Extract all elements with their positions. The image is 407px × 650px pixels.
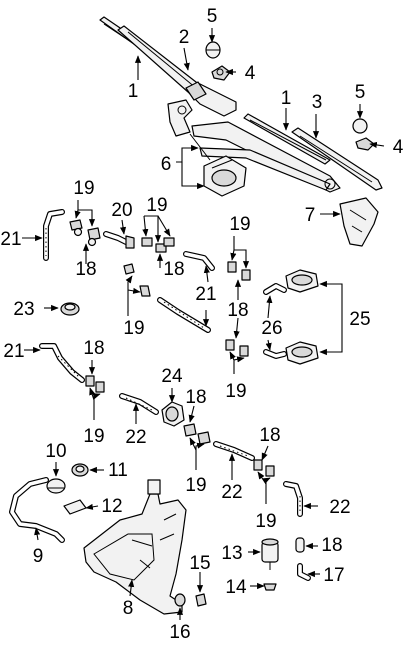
callout-19-upper-mid: 19 — [146, 195, 167, 216]
washer-nozzle-25-upper — [285, 269, 319, 293]
callout-24: 24 — [161, 366, 183, 387]
callout-20: 20 — [111, 200, 132, 221]
callout-1-upper-right: 1 — [281, 88, 292, 109]
callout-18-lower-left: 18 — [83, 338, 104, 359]
callout-15: 15 — [189, 553, 210, 574]
washer-nozzle-cap — [205, 41, 221, 59]
callout-7: 7 — [305, 205, 316, 226]
hose-21-lower — [39, 343, 85, 383]
callout-2: 2 — [179, 27, 190, 48]
plug-18-lower — [295, 537, 305, 553]
grommet-23 — [60, 302, 80, 316]
callout-19-upper-right: 19 — [229, 214, 250, 235]
callout-18-upper-mid: 18 — [163, 259, 184, 280]
callout-19-lower-right: 19 — [255, 511, 276, 532]
callout-14: 14 — [225, 577, 247, 598]
elbow-17 — [297, 563, 311, 581]
callout-19-lower-mid: 19 — [185, 475, 206, 496]
hose-22-left — [119, 393, 159, 415]
callout-23: 23 — [13, 299, 34, 320]
fitting-26 — [263, 283, 287, 359]
connectors-19-18-right — [225, 261, 251, 357]
grommet-16 — [174, 593, 186, 607]
wiper-motor — [203, 155, 247, 197]
callout-16: 16 — [169, 622, 190, 643]
connectors-19-18-left — [69, 219, 101, 247]
callout-21-mid: 21 — [195, 284, 216, 305]
callout-4-right: 4 — [393, 137, 404, 158]
callout-5-right: 5 — [355, 82, 366, 103]
callout-18-upper-left: 18 — [75, 259, 96, 280]
callout-19-mid-left: 19 — [123, 318, 144, 339]
callout-10: 10 — [45, 441, 66, 462]
connectors-18-19-lower-left — [85, 375, 105, 393]
callout-18-mid-right: 18 — [227, 300, 248, 321]
callout-21-lower: 21 — [3, 341, 24, 362]
filler-seal-11 — [71, 463, 89, 477]
callout-8: 8 — [123, 598, 134, 619]
cowl-bracket — [339, 197, 379, 247]
hose-22-center — [213, 441, 255, 461]
wiper-arm-right — [291, 127, 383, 191]
washer-reservoir-8 — [83, 479, 187, 615]
connectors-18-19-lower-center — [183, 423, 211, 445]
hose-22-right — [283, 481, 303, 517]
callout-19-mid-right: 19 — [225, 381, 246, 402]
callout-21-upper: 21 — [0, 229, 21, 250]
check-valve-20 — [103, 231, 135, 249]
wiper-blade-right — [243, 113, 331, 165]
wiper-arm-left — [117, 25, 237, 117]
grommet-14 — [263, 583, 277, 591]
callout-18-bottom: 18 — [321, 535, 342, 556]
callout-17: 17 — [323, 565, 344, 586]
callout-19-upper-left: 19 — [73, 178, 94, 199]
reservoir-cap-10 — [46, 478, 66, 494]
callout-1-upper-left: 1 — [128, 81, 139, 102]
callout-26: 26 — [261, 318, 282, 339]
callout-18-lower-right: 18 — [259, 425, 280, 446]
washer-nozzle-25-lower — [285, 341, 319, 365]
callout-9: 9 — [33, 546, 44, 567]
arm-nut — [211, 65, 231, 81]
callout-3: 3 — [312, 92, 323, 113]
callout-22-left: 22 — [125, 427, 146, 448]
connectors-19-center — [123, 237, 175, 297]
wiper-linkage — [167, 99, 341, 193]
arm-cap-right — [352, 118, 368, 134]
check-valve-24 — [161, 401, 185, 427]
clamp-12 — [63, 499, 87, 515]
callout-6: 6 — [161, 154, 172, 175]
callout-12: 12 — [101, 496, 122, 517]
callout-labels: 1 2 5 4 1 3 5 4 6 7 21 19 18 20 19 18 19… — [0, 6, 403, 643]
sensor-15 — [195, 593, 207, 607]
callout-11: 11 — [108, 460, 128, 481]
washer-hose-21-upper — [43, 209, 65, 261]
callout-22-center: 22 — [221, 482, 242, 503]
connectors-18-19-lower-right — [253, 459, 275, 477]
callout-22-right: 22 — [329, 497, 350, 518]
callout-19-lower-left: 19 — [83, 426, 104, 447]
filler-neck-9 — [9, 477, 65, 543]
callout-5-left: 5 — [207, 6, 218, 27]
callout-25: 25 — [349, 309, 370, 330]
leader-lines — [22, 28, 385, 620]
callout-18-lower-mid: 18 — [185, 387, 206, 408]
callout-4-left: 4 — [245, 63, 256, 84]
hose-21-middle — [157, 251, 215, 333]
callout-13: 13 — [221, 543, 242, 564]
washer-pump-13 — [261, 538, 279, 570]
